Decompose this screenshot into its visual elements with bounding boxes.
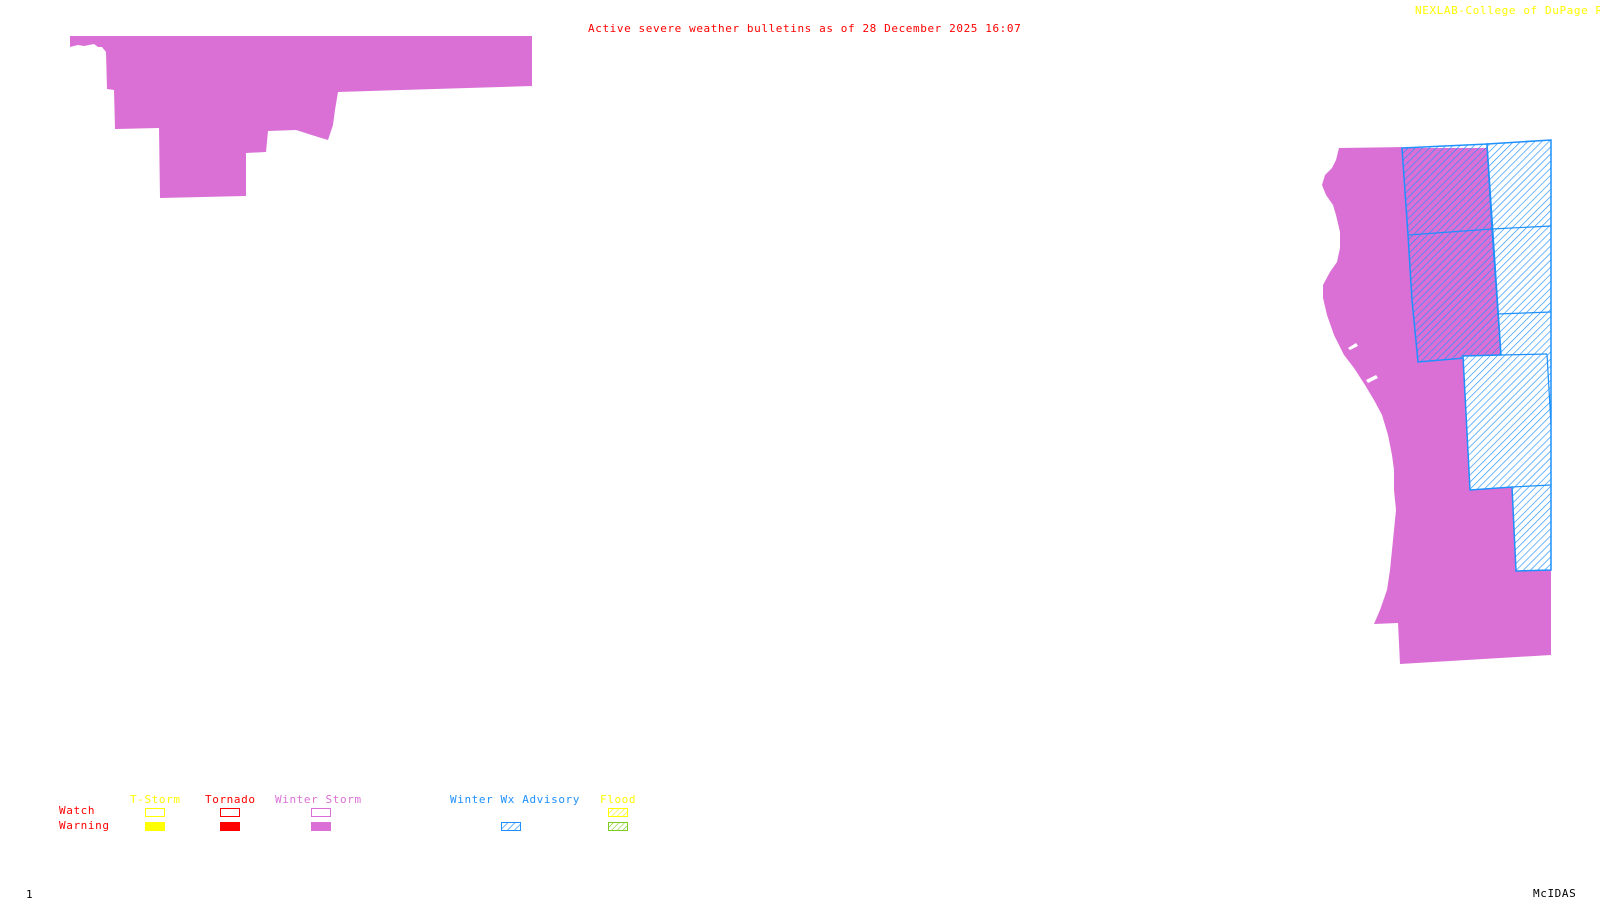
county-border <box>1496 311 1552 315</box>
county-border <box>1511 484 1552 488</box>
winter-wx-advisory-swatch <box>501 822 521 831</box>
tornado-warning-swatch <box>220 822 240 831</box>
flood-watch-swatch <box>608 808 628 817</box>
registered-mark-icon: R <box>1595 4 1600 17</box>
legend-row-warning: Warning <box>59 819 110 832</box>
software-label: McIDAS <box>1533 887 1577 900</box>
winter-storm-watch-swatch <box>311 808 331 817</box>
tstorm-watch-swatch <box>145 808 165 817</box>
lake-island <box>1366 375 1378 383</box>
lake-island <box>1348 343 1358 350</box>
winter-storm-warning-area-north[interactable] <box>70 36 532 198</box>
county-border <box>1407 228 1493 236</box>
flood-warning-swatch <box>608 822 628 831</box>
county-border <box>1546 353 1552 426</box>
winter-storm-warning-swatch <box>311 822 331 831</box>
legend-header-winter-wx-advisory: Winter Wx Advisory <box>450 793 581 806</box>
frame-number: 1 <box>26 888 34 901</box>
legend-row-watch: Watch <box>59 804 96 817</box>
legend-header-winter-storm: Winter Storm <box>275 793 362 806</box>
county-border <box>1491 225 1552 230</box>
advisory-overlap-area[interactable] <box>1401 143 1502 363</box>
county-border <box>1500 353 1548 356</box>
tornado-watch-swatch <box>220 808 240 817</box>
credit-text: NEXLAB-College of DuPage <box>1415 4 1589 17</box>
legend-header-tornado: Tornado <box>205 793 256 806</box>
map-title: Active severe weather bulletins as of 28… <box>588 22 1022 35</box>
legend-header-flood: Flood <box>600 793 637 806</box>
credit-label: NEXLAB-College of DuPage R <box>1415 5 1600 17</box>
tstorm-warning-swatch <box>145 822 165 831</box>
legend-header-tstorm: T-Storm <box>130 793 181 806</box>
